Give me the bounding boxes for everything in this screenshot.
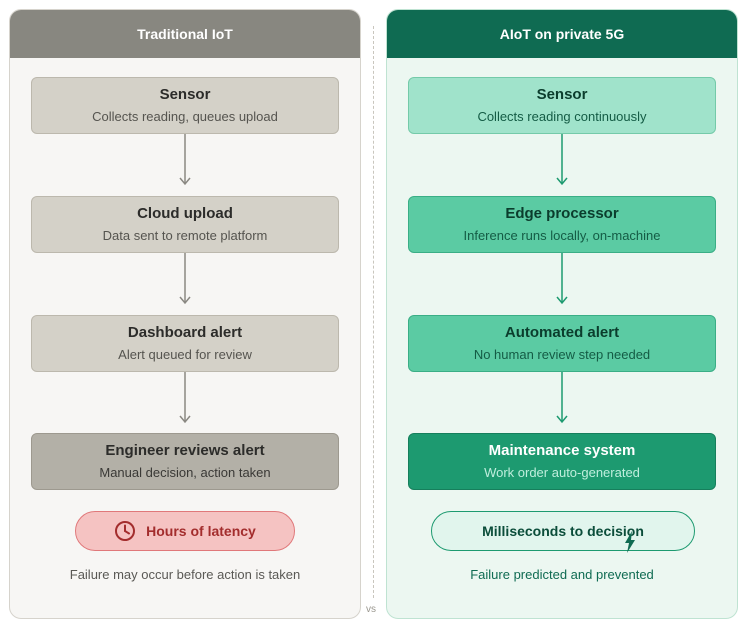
comparison-divider	[373, 26, 374, 598]
step-title: Maintenance system	[488, 442, 636, 459]
flow-step-edge-processor: Edge processor Inference runs locally, o…	[408, 196, 716, 253]
decision-speed-badge: Milliseconds to decision	[431, 511, 695, 553]
traditional-iot-panel: Traditional IoT Sensor Collects reading,…	[9, 9, 361, 619]
clock-icon	[114, 520, 136, 542]
step-subtitle: Manual decision, action taken	[99, 465, 271, 480]
step-subtitle: No human review step needed	[473, 347, 651, 362]
aiot-private-5g-panel: AIoT on private 5G Sensor Collects readi…	[386, 9, 738, 619]
step-subtitle: Inference runs locally, on-machine	[463, 228, 661, 243]
step-subtitle: Collects reading, queues upload	[92, 109, 278, 124]
step-title: Engineer reviews alert	[105, 442, 265, 459]
panel-footer-note: Failure may occur before action is taken	[69, 567, 301, 582]
step-subtitle: Collects reading continuously	[477, 109, 647, 124]
decision-speed-label: Milliseconds to decision	[482, 523, 644, 539]
vs-label: vs	[366, 604, 376, 615]
flow-step-sensor: Sensor Collects reading, queues upload	[31, 77, 339, 134]
step-title: Cloud upload	[137, 205, 233, 222]
lightning-icon	[624, 531, 636, 556]
step-title: Sensor	[536, 86, 588, 103]
step-title: Automated alert	[504, 324, 620, 341]
step-title: Dashboard alert	[127, 324, 243, 341]
flow-step-sensor: Sensor Collects reading continuously	[408, 77, 716, 134]
panel-title: AIoT on private 5G	[387, 10, 737, 58]
step-subtitle: Alert queued for review	[118, 347, 252, 362]
flow-step-cloud-upload: Cloud upload Data sent to remote platfor…	[31, 196, 339, 253]
step-subtitle: Work order auto-generated	[484, 465, 640, 480]
step-subtitle: Data sent to remote platform	[102, 228, 268, 243]
step-title: Edge processor	[505, 205, 619, 222]
flow-step-dashboard-alert: Dashboard alert Alert queued for review	[31, 315, 339, 372]
latency-badge: Hours of latency	[75, 511, 295, 551]
flow-step-maintenance-system: Maintenance system Work order auto-gener…	[408, 433, 716, 490]
panel-title: Traditional IoT	[10, 10, 360, 58]
flow-step-engineer-review: Engineer reviews alert Manual decision, …	[31, 433, 339, 490]
panel-footer-note: Failure predicted and prevented	[470, 567, 654, 582]
step-title: Sensor	[159, 86, 211, 103]
latency-label: Hours of latency	[146, 523, 256, 539]
flow-step-automated-alert: Automated alert No human review step nee…	[408, 315, 716, 372]
